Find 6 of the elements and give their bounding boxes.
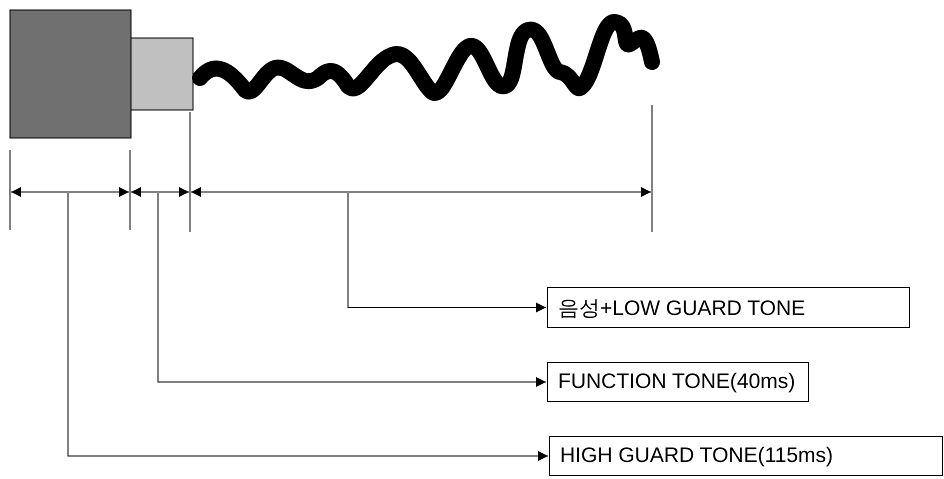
leader-line [158, 192, 546, 387]
label-box: HIGH GUARD TONE(115ms) [549, 436, 943, 476]
label-box: 음성+LOW GUARD TONE [547, 287, 910, 328]
label-box: FUNCTION TONE(40ms) [547, 362, 809, 402]
leader-line [348, 192, 546, 312]
leader-line [68, 192, 548, 461]
